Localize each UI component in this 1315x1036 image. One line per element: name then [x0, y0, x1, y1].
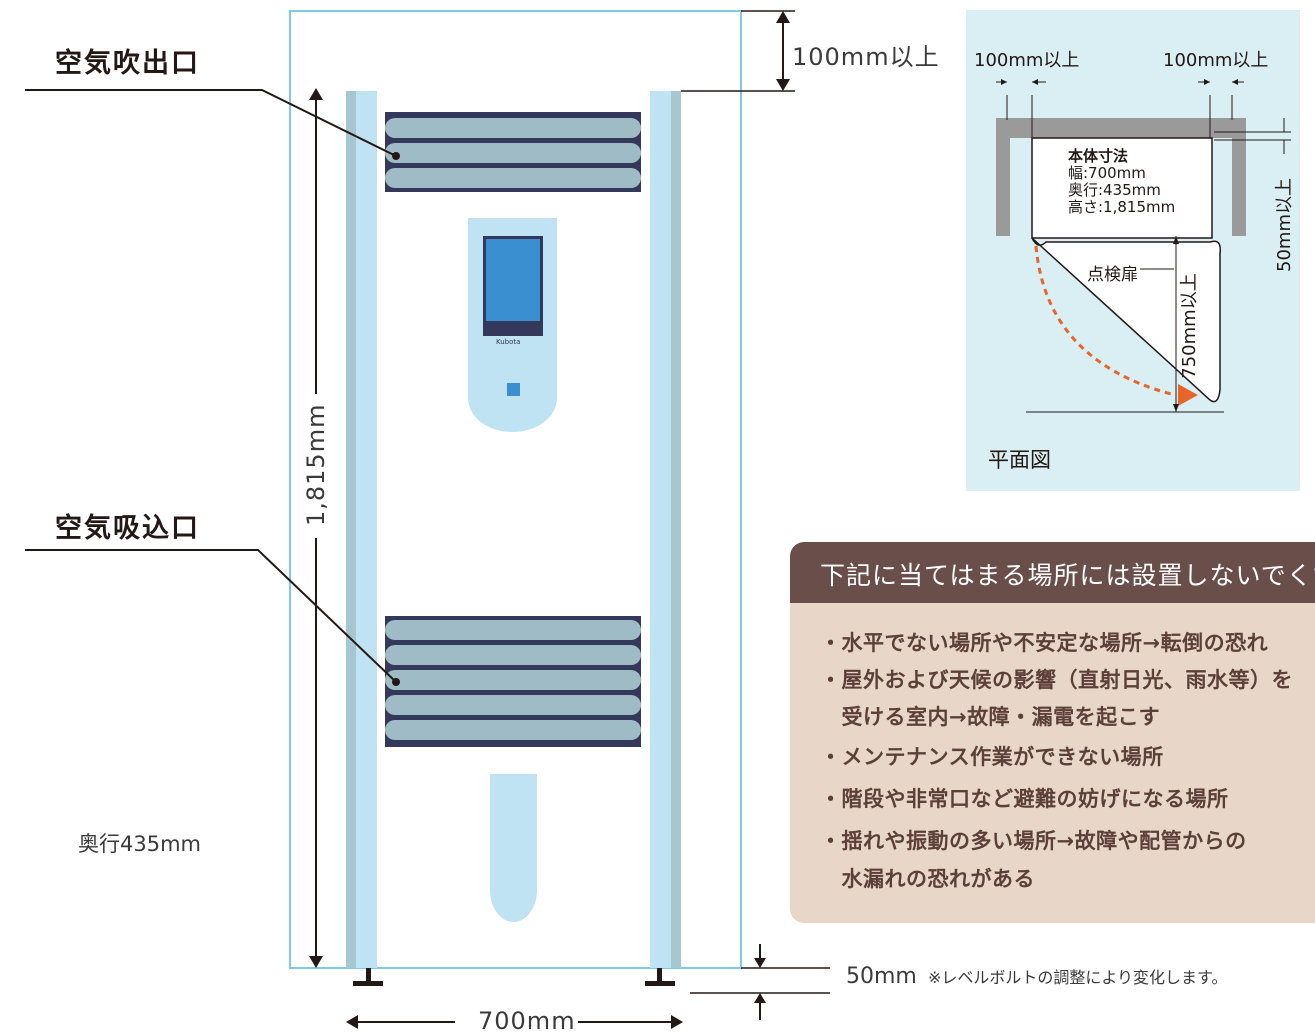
- air-inlet-louver: [385, 616, 641, 747]
- caution-item: ・階段や非常口など避難の妨げになる場所: [820, 787, 1229, 811]
- top-clearance-label: 100mm以上: [792, 43, 940, 71]
- plan-door-clearance: 750mm以上: [1179, 273, 1200, 379]
- caution-item: ・揺れや振動の多い場所→故障や配管からの: [820, 829, 1247, 853]
- plan-spec-block: 本体寸法 幅:700mm 奥行:435mm 高さ:1,815mm: [1068, 148, 1175, 216]
- spec-depth: 奥行:435mm: [1068, 181, 1161, 199]
- inlet-leader-line: [25, 549, 397, 683]
- plan-back-clearance: 50mm以上: [1274, 178, 1295, 272]
- caution-item: ・屋外および天候の影響（直射日光、雨水等）を: [820, 668, 1293, 692]
- air-inlet-label: 空気吸込口: [55, 513, 200, 544]
- depth-label: 奥行435mm: [78, 832, 201, 856]
- plan-view-drawing: [996, 79, 1291, 413]
- bottom-clearance-label: 50mm: [846, 964, 917, 989]
- plan-left-clearance: 100mm以上: [974, 50, 1080, 71]
- control-button: [507, 383, 520, 396]
- width-dimension-label: 700mm: [478, 1007, 576, 1035]
- air-outlet-louver: [385, 112, 641, 192]
- spec-width: 幅:700mm: [1068, 164, 1146, 182]
- level-bolt-note: ※レベルボルトの調整により変化します。: [927, 968, 1228, 987]
- plan-right-clearance: 100mm以上: [1163, 50, 1269, 71]
- caution-item: 受ける室内→故障・漏電を起こす: [820, 705, 1161, 729]
- plan-walls: [996, 118, 1246, 236]
- caution-item: ・水平でない場所や不安定な場所→転倒の恐れ: [820, 631, 1269, 655]
- door-swing-arrowhead: [1178, 384, 1198, 406]
- level-bolt-feet: [353, 968, 675, 986]
- plan-title: 平面図: [988, 448, 1051, 472]
- height-dimension-label: 1,815mm: [302, 403, 330, 526]
- plan-view-panel: 100mm以上 100mm以上 50mm以上 750mm以上 点検扉 平面図 本…: [966, 10, 1300, 491]
- installation-clearance-outline: [289, 10, 742, 969]
- caution-box: 下記に当てはまる場所には設置しないでください ・水平でない場所や不安定な場所→転…: [790, 542, 1315, 923]
- spec-height: 高さ:1,815mm: [1068, 198, 1176, 216]
- caution-header: 下記に当てはまる場所には設置しないでください: [790, 542, 1315, 603]
- caution-item: 水漏れの恐れがある: [820, 867, 1035, 891]
- plan-unit-body: [1031, 137, 1213, 239]
- caution-title: 下記に当てはまる場所には設置しないでください: [820, 561, 1315, 590]
- plan-door-label: 点検扉: [1087, 265, 1138, 285]
- caution-item: ・メンテナンス作業ができない場所: [820, 745, 1164, 769]
- air-outlet-label: 空気吹出口: [55, 48, 200, 79]
- spec-title: 本体寸法: [1068, 147, 1129, 165]
- drain-window: [490, 774, 537, 922]
- plan-door: [1031, 237, 1222, 403]
- bottom-clearance-note: 50mm ※レベルボルトの調整により変化します。: [846, 964, 1227, 989]
- door-swing-arrow-path: [1034, 245, 1172, 396]
- outlet-leader-line: [25, 89, 397, 157]
- brand-logo: Kubota: [496, 338, 521, 346]
